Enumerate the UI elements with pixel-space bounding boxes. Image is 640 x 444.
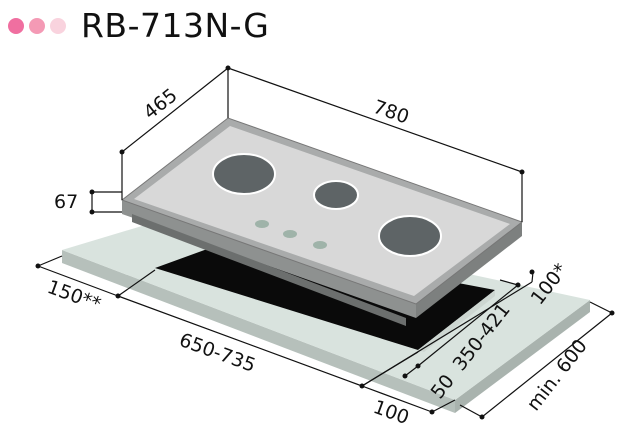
cooktop — [120, 117, 524, 326]
dim-width: 780 — [370, 96, 411, 129]
header: RB-713N-G — [8, 6, 269, 45]
dim-height: 67 — [54, 191, 78, 213]
knob-2 — [283, 230, 297, 238]
dot-3 — [50, 17, 66, 34]
knob-3 — [313, 241, 327, 249]
dimension-dots — [35, 65, 615, 420]
dimension-lines — [37, 67, 613, 418]
dim-front-clearance: 100 — [370, 396, 412, 429]
burner-left — [212, 153, 276, 195]
dim-cutout-width: 650-735 — [176, 329, 258, 377]
dim-depth: 465 — [140, 84, 182, 124]
knob-1 — [255, 220, 269, 228]
model-title: RB-713N-G — [81, 6, 270, 45]
burner-middle — [313, 180, 359, 210]
dot-1 — [8, 17, 24, 34]
dot-2 — [29, 17, 45, 34]
dim-left-clearance: 150** — [44, 276, 103, 316]
burner-right — [378, 215, 442, 257]
